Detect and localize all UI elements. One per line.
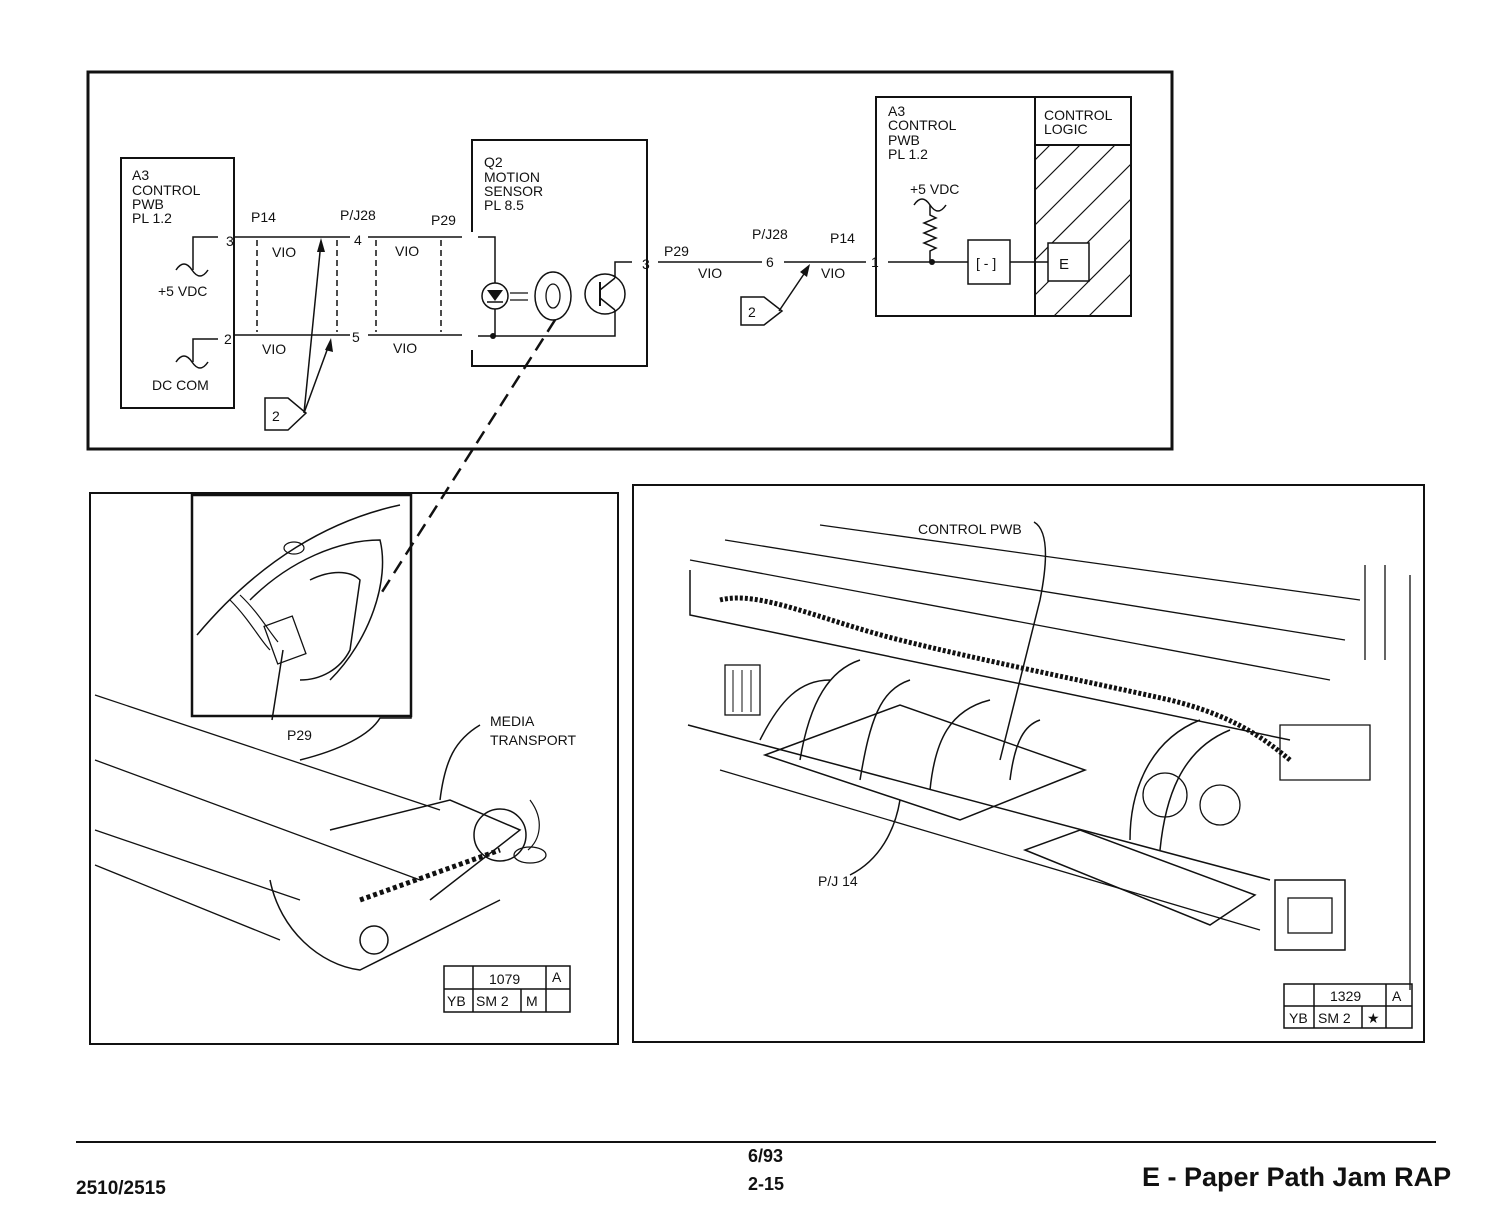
callout-p29: P29 (287, 727, 312, 743)
right-id-number: 1329 (1330, 988, 1361, 1004)
callout-control-pwb: CONTROL PWB (918, 521, 1022, 537)
panel-sketch (1274, 879, 1346, 951)
right-figure-id-box: 1329 A YB SM 2 ★ (1283, 983, 1413, 1029)
footer-date: 6/93 (748, 1146, 784, 1166)
control-pwb-illustration: CONTROL PWB P/J 14 (632, 484, 1425, 1043)
svg-text:[ - ]: [ - ] (976, 255, 996, 271)
wire-vio-1: VIO (272, 244, 296, 260)
sensor-connector-sketch (263, 615, 307, 665)
motion-sensor-block: Q2 MOTION SENSOR PL 8.5 3 (466, 139, 650, 367)
left-pwb-name-2: PWB (132, 196, 164, 212)
capacitor-sketch-2 (1199, 784, 1241, 826)
sensor-location-leader (380, 319, 557, 593)
conn-pj28-right: P/J28 (752, 226, 788, 242)
right-id-c3: ★ (1367, 1010, 1380, 1026)
wire-vio-3: VIO (262, 341, 286, 357)
conn-pin-5: 5 (352, 329, 360, 345)
left-common-symbol (175, 355, 209, 369)
left-pwb-name-1: CONTROL (132, 182, 201, 198)
wire-vio-right-2: VIO (821, 265, 845, 281)
left-supply-label: +5 VDC (158, 283, 207, 299)
sensor-name-1: MOTION (484, 169, 540, 185)
left-wiring: P14 P/J28 P29 4 5 1 2 VIO VIO VIO VIO 2 (234, 207, 476, 431)
right-flag-arrow (800, 264, 810, 277)
footer-model: 2510/2515 (76, 1178, 166, 1199)
heatsink-sketch (724, 664, 761, 716)
left-supply-symbol (175, 263, 209, 277)
conn-p29-right: P29 (664, 243, 689, 259)
conn-p14-right: P14 (830, 230, 855, 246)
footer-rule (76, 1141, 1436, 1143)
control-logic-label-2: LOGIC (1044, 121, 1088, 137)
phototransistor-symbol (584, 273, 626, 315)
control-logic-label-1: CONTROL (1044, 107, 1113, 123)
right-wiring: P29 P/J28 P14 6 1 VIO VIO 2 (658, 226, 968, 326)
conn-pin-4: 4 (354, 232, 362, 248)
left-id-c2: SM 2 (476, 993, 509, 1009)
media-transport-illustration: P29 MEDIA TRANSPORT 1079 A YB SM 2 M (89, 492, 619, 1045)
wire-vio-2: VIO (395, 243, 419, 259)
conn-p14-left: P14 (251, 209, 276, 225)
drive-chain-sketch (359, 847, 501, 903)
drive-pulley-sketch (359, 925, 389, 955)
control-pwb-board (762, 704, 1088, 821)
left-pwb-pl: PL 1.2 (132, 210, 172, 226)
right-id-rev: A (1392, 988, 1402, 1004)
callout-pj14: P/J 14 (818, 873, 858, 889)
left-pin-2: 2 (224, 331, 232, 347)
left-flag-arrow-1 (317, 238, 325, 252)
right-pwb-ref: A3 (888, 103, 905, 119)
right-pwb-name-1: CONTROL (888, 117, 957, 133)
encoder-disc-symbol (534, 271, 572, 321)
sensor-detail-inset (190, 493, 413, 718)
left-control-pwb-block: A3 CONTROL PWB PL 1.2 +5 VDC DC COM 3 2 (120, 157, 235, 409)
right-pwb-pl: PL 1.2 (888, 146, 928, 162)
right-supply-label: +5 VDC (910, 181, 959, 197)
footer-page-number: 2-15 (748, 1174, 785, 1194)
left-pin-3: 3 (226, 233, 234, 249)
sensor-ref: Q2 (484, 154, 503, 170)
power-board-sketch (1022, 829, 1257, 926)
left-id-c1: YB (447, 993, 466, 1009)
capacitor-sketch-1 (1142, 772, 1188, 818)
left-flag-number: 2 (272, 408, 280, 424)
right-pwb-name-2: PWB (888, 132, 920, 148)
left-id-number: 1079 (489, 971, 520, 987)
right-id-c1: YB (1289, 1010, 1308, 1026)
sensor-pl: PL 8.5 (484, 197, 524, 213)
right-flag-shape (740, 296, 784, 326)
drive-gear-sketch (473, 808, 527, 862)
left-id-c3: M (526, 993, 538, 1009)
wire-harness-sketch (719, 595, 1292, 762)
footer-section-title: E - Paper Path Jam RAP (1142, 1162, 1452, 1192)
left-figure-id-box: 1079 A YB SM 2 M (443, 965, 571, 1013)
wire-vio-4: VIO (393, 340, 417, 356)
conn-pin-6: 6 (766, 254, 774, 270)
sensor-name-2: SENSOR (484, 183, 543, 199)
schematic-panel: A3 CONTROL PWB PL 1.2 +5 VDC DC COM 3 2 … (86, 70, 1174, 593)
logic-e-label: E (1059, 256, 1069, 273)
left-flag-shape (264, 397, 308, 431)
wire-vio-right-1: VIO (698, 265, 722, 281)
callout-media-1: MEDIA (490, 713, 535, 729)
callout-media-2: TRANSPORT (490, 732, 577, 748)
left-flag-arrow-2 (325, 338, 333, 352)
conn-pj28-left: P/J28 (340, 207, 376, 223)
right-flag-number: 2 (748, 304, 756, 320)
right-id-c2: SM 2 (1318, 1010, 1351, 1026)
conn-p29-left: P29 (431, 212, 456, 228)
sensor-pin-3: 3 (642, 256, 650, 272)
control-logic-hatch (1034, 144, 1132, 317)
logic-e-box (1047, 242, 1090, 282)
left-id-rev: A (552, 969, 562, 985)
right-control-pwb-block: A3 CONTROL PWB PL 1.2 CONTROL LOGIC +5 V… (875, 96, 1132, 317)
left-common-label: DC COM (152, 377, 209, 393)
left-pwb-ref: A3 (132, 167, 149, 183)
pullup-resistor-symbol (922, 205, 938, 262)
